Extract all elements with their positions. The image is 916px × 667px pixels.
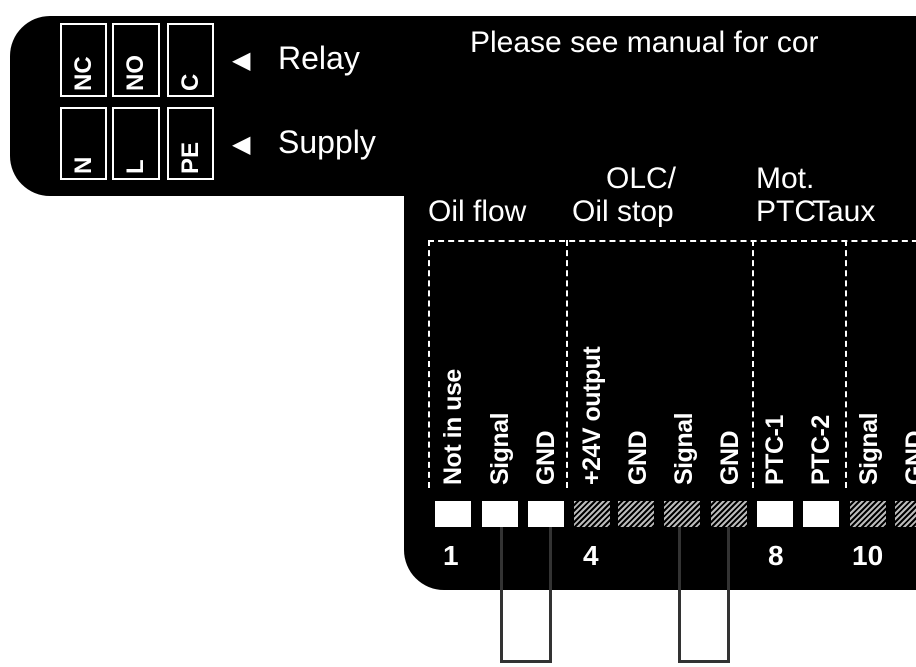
terminal-c: C (167, 23, 214, 97)
terminal-label: GND (716, 430, 744, 485)
terminal-label: PTC-1 (761, 415, 789, 485)
panel-top (10, 16, 916, 196)
terminal-square-hatched (664, 501, 700, 527)
divider (845, 240, 847, 488)
terminal-square (803, 501, 839, 527)
group-taux: Taux (812, 195, 876, 228)
arrow-left-icon: ◀ (232, 47, 251, 74)
group-oil-stop: Oil stop (572, 195, 674, 228)
terminal-nc: NC (60, 23, 107, 97)
terminal-number: 1 (443, 540, 459, 571)
arrow-left-icon: ◀ (232, 131, 251, 158)
terminal-square (757, 501, 793, 527)
divider (428, 240, 916, 242)
terminal-l: L (112, 107, 160, 180)
notice-text: Please see manual for cor (470, 26, 819, 59)
divider (566, 240, 568, 488)
terminal-number: 8 (768, 540, 784, 571)
terminal-label: Signal (486, 412, 514, 485)
jumper-wire (678, 527, 730, 663)
terminal-square-hatched (850, 501, 886, 527)
terminal-square-hatched (895, 501, 916, 527)
terminal-no: NO (112, 23, 160, 97)
terminal-square-hatched (618, 501, 654, 527)
supply-label: Supply (278, 124, 376, 160)
group-oil-flow: Oil flow (428, 195, 527, 228)
group-ptc: PTC (756, 195, 816, 228)
terminal-square (528, 501, 564, 527)
terminal-label: GND (624, 430, 652, 485)
terminal-label: +24V output (578, 346, 606, 485)
terminal-square-hatched (574, 501, 610, 527)
panel-inner-corner (364, 196, 404, 236)
terminal-pe: PE (167, 107, 214, 180)
terminal-number: 4 (583, 540, 599, 571)
terminal-square-hatched (711, 501, 747, 527)
terminal-label: GND (901, 430, 916, 485)
terminal-label: Signal (855, 412, 883, 485)
divider (428, 240, 430, 488)
jumper-wire (500, 527, 552, 663)
group-olc: OLC/ (606, 162, 677, 195)
terminal-label: GND (532, 430, 560, 485)
group-mot: Mot. (756, 162, 815, 195)
terminal-n: N (60, 107, 107, 180)
terminal-label: PTC-2 (807, 415, 835, 485)
relay-label: Relay (278, 40, 360, 76)
divider (752, 240, 754, 488)
terminal-label: Not in use (439, 369, 467, 485)
terminal-square (435, 501, 471, 527)
terminal-number: 10 (852, 540, 884, 571)
terminal-square (482, 501, 518, 527)
terminal-label: Signal (670, 412, 698, 485)
